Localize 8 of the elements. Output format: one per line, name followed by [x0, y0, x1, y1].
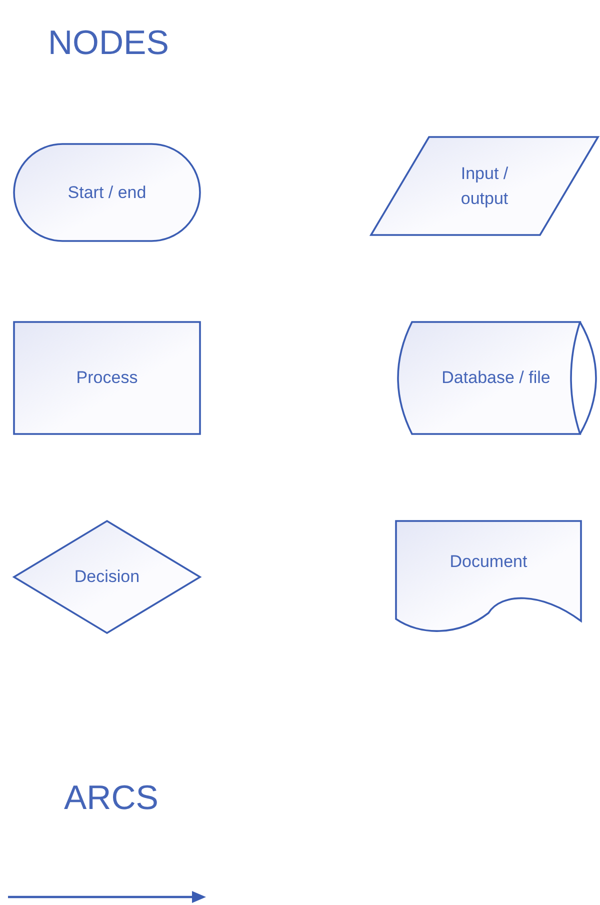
- node-label: Process: [76, 367, 138, 390]
- node-label: Decision: [74, 566, 140, 588]
- node-label: Database / file: [442, 367, 550, 390]
- section-heading: NODES: [48, 26, 169, 60]
- section-heading: ARCS: [64, 781, 158, 815]
- node-label: Input / output: [460, 162, 510, 210]
- node-label: Start / end: [68, 182, 146, 204]
- node-label: Document: [450, 551, 528, 574]
